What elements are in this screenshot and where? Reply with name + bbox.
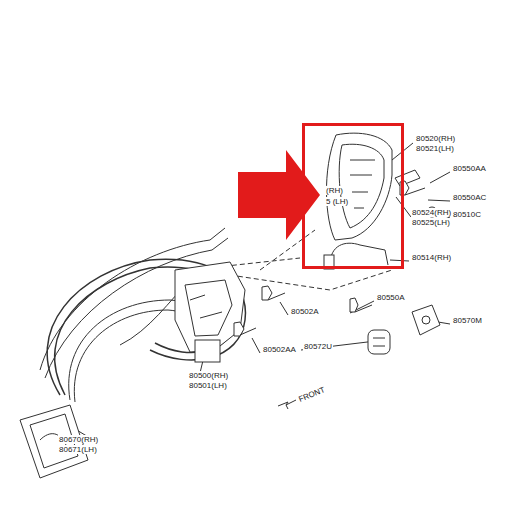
callout-number: 80550AC <box>452 193 487 202</box>
callout-number: (RH) <box>325 186 344 195</box>
callout-number: 80521(LH) <box>415 144 455 153</box>
direction-label: FRONT <box>296 385 327 404</box>
callout-number: 80550AA <box>452 164 487 173</box>
callout-number: 80502A <box>290 307 320 316</box>
red-arrow <box>238 150 320 240</box>
callout-number: 80525(LH) <box>411 218 451 227</box>
highlight-box: (RH) 5 (LH) <box>302 123 404 269</box>
callout-number: 80671(LH) <box>58 445 98 454</box>
callout-number: 80502AA <box>262 345 297 354</box>
callout-number: 80524(RH) <box>411 208 452 217</box>
callout-number: 80520(RH) <box>415 134 456 143</box>
callout-number: 80550A <box>376 293 406 302</box>
callout-number: 80572U <box>303 342 333 351</box>
callout-number: 80501(LH) <box>188 381 228 390</box>
callout-number: 80514(RH) <box>411 253 452 262</box>
callout-number: 80570M <box>452 316 483 325</box>
callout-number: 5 (LH) <box>325 197 349 206</box>
callout-number: 80670(RH) <box>58 435 99 444</box>
callout-number: 80510C <box>452 210 482 219</box>
callout-number: 80500(RH) <box>188 371 229 380</box>
